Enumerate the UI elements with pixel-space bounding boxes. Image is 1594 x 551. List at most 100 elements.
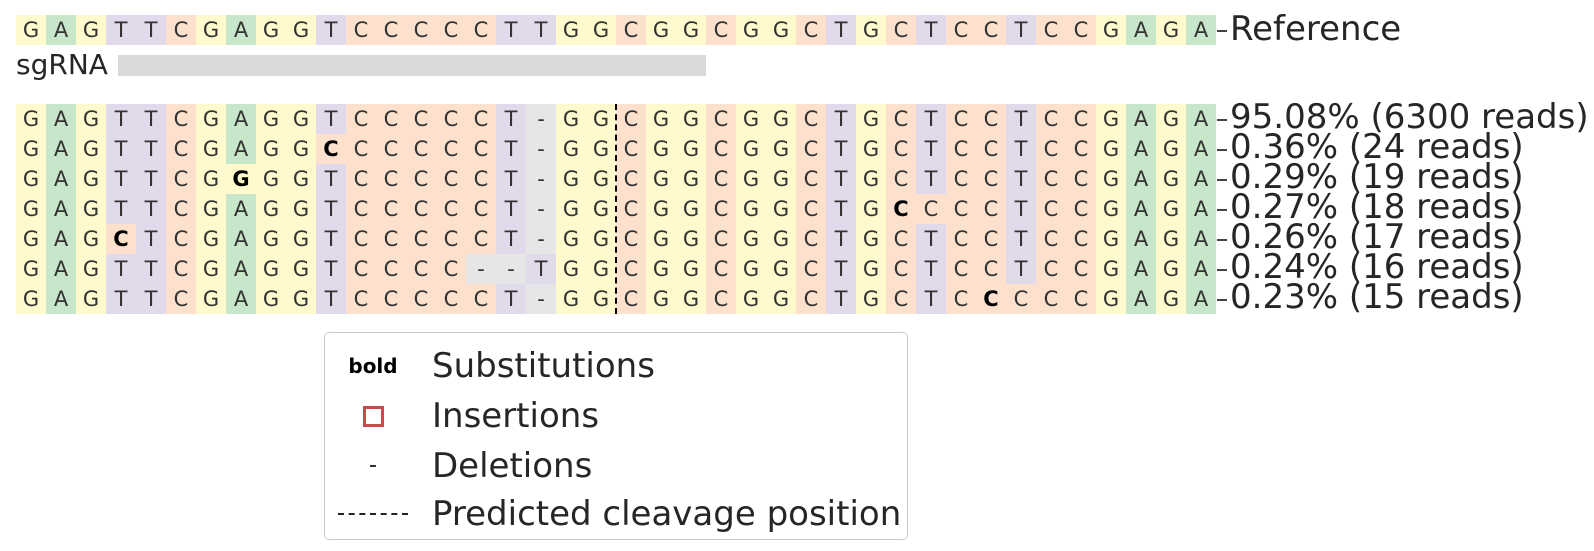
base-cell: G [646,284,676,314]
base-cell: G [196,134,226,164]
base-cell: G [256,284,286,314]
base-cell: G [1156,194,1186,224]
base-cell: C [1036,164,1066,194]
base-cell: A [46,194,76,224]
base-cell: G [1156,284,1186,314]
base-cell: T [826,194,856,224]
base-cell: C [1036,224,1066,254]
reference-label: Reference [1230,9,1402,49]
allele-frequency-label: 0.27% (18 reads) [1230,187,1524,227]
base-cell: C [436,254,466,284]
base-cell: C [1036,254,1066,284]
dashed-line-icon [338,513,408,515]
base-cell: C [976,134,1006,164]
base-cell: C [436,104,466,134]
base-cell: C [706,284,736,314]
base-cell: G [1156,224,1186,254]
allele-frequency-label: 0.24% (16 reads) [1230,247,1524,287]
base-cell: T [496,194,526,224]
legend-deletions-label: Deletions [432,446,593,486]
base-cell: C [976,194,1006,224]
base-cell: G [646,224,676,254]
base-cell: G [766,254,796,284]
base-cell: C [796,254,826,284]
base-cell: T [826,104,856,134]
base-cell: C [796,194,826,224]
base-cell: A [1126,15,1156,45]
row-end-tick [1217,239,1227,241]
base-cell: G [16,254,46,284]
base-cell: A [1186,254,1216,284]
base-cell: G [556,284,586,314]
base-cell: C [1066,134,1096,164]
base-cell: G [76,194,106,224]
base-cell: G [556,104,586,134]
base-cell: G [856,224,886,254]
base-cell: C [166,15,196,45]
base-cell: C [706,194,736,224]
base-cell: G [196,254,226,284]
base-cell: G [646,194,676,224]
base-cell: T [496,104,526,134]
legend-insertions: Insertions [325,393,909,439]
base-cell: T [136,254,166,284]
base-cell: G [676,224,706,254]
bold-key-symbol: bold [348,354,398,378]
deletion-cell: - [526,104,556,134]
base-cell: C [616,134,646,164]
base-cell: G [1096,15,1126,45]
base-cell: C [406,164,436,194]
base-cell: A [46,15,76,45]
base-cell: G [676,104,706,134]
base-cell: G [16,164,46,194]
base-cell: C [946,104,976,134]
base-cell: T [106,284,136,314]
base-cell: G [1096,104,1126,134]
base-cell: T [916,224,946,254]
base-cell: G [736,15,766,45]
base-cell: A [226,104,256,134]
base-cell: G [256,254,286,284]
base-cell: C [466,134,496,164]
sgrna-bar [118,55,706,76]
base-cell: G [76,284,106,314]
base-cell: C [166,104,196,134]
base-cell: C [976,284,1006,314]
deletion-cell: - [496,254,526,284]
base-cell: C [976,164,1006,194]
base-cell: G [1096,164,1126,194]
base-cell: C [1066,15,1096,45]
base-cell: C [616,164,646,194]
base-cell: C [166,134,196,164]
base-cell: C [346,134,376,164]
base-cell: T [136,224,166,254]
base-cell: G [16,224,46,254]
base-cell: G [646,164,676,194]
base-cell: G [16,104,46,134]
base-cell: C [616,15,646,45]
base-cell: C [376,284,406,314]
legend-substitutions-label: Substitutions [432,346,655,386]
base-cell: G [286,284,316,314]
base-cell: C [1036,15,1066,45]
base-cell: G [286,134,316,164]
base-cell: C [436,284,466,314]
base-cell: G [676,194,706,224]
base-cell: A [1126,224,1156,254]
base-cell: A [46,224,76,254]
deletion-dash-icon [370,465,376,467]
legend: bold Substitutions Insertions Deletions … [324,332,908,540]
base-cell: T [1006,104,1036,134]
base-cell: C [616,224,646,254]
deletion-cell: - [526,164,556,194]
base-cell: A [226,284,256,314]
base-cell: A [1186,134,1216,164]
base-cell: T [826,284,856,314]
base-cell: G [76,254,106,284]
base-cell: T [316,104,346,134]
base-cell: G [856,134,886,164]
base-cell: G [256,104,286,134]
base-cell: C [406,194,436,224]
base-cell: C [616,194,646,224]
